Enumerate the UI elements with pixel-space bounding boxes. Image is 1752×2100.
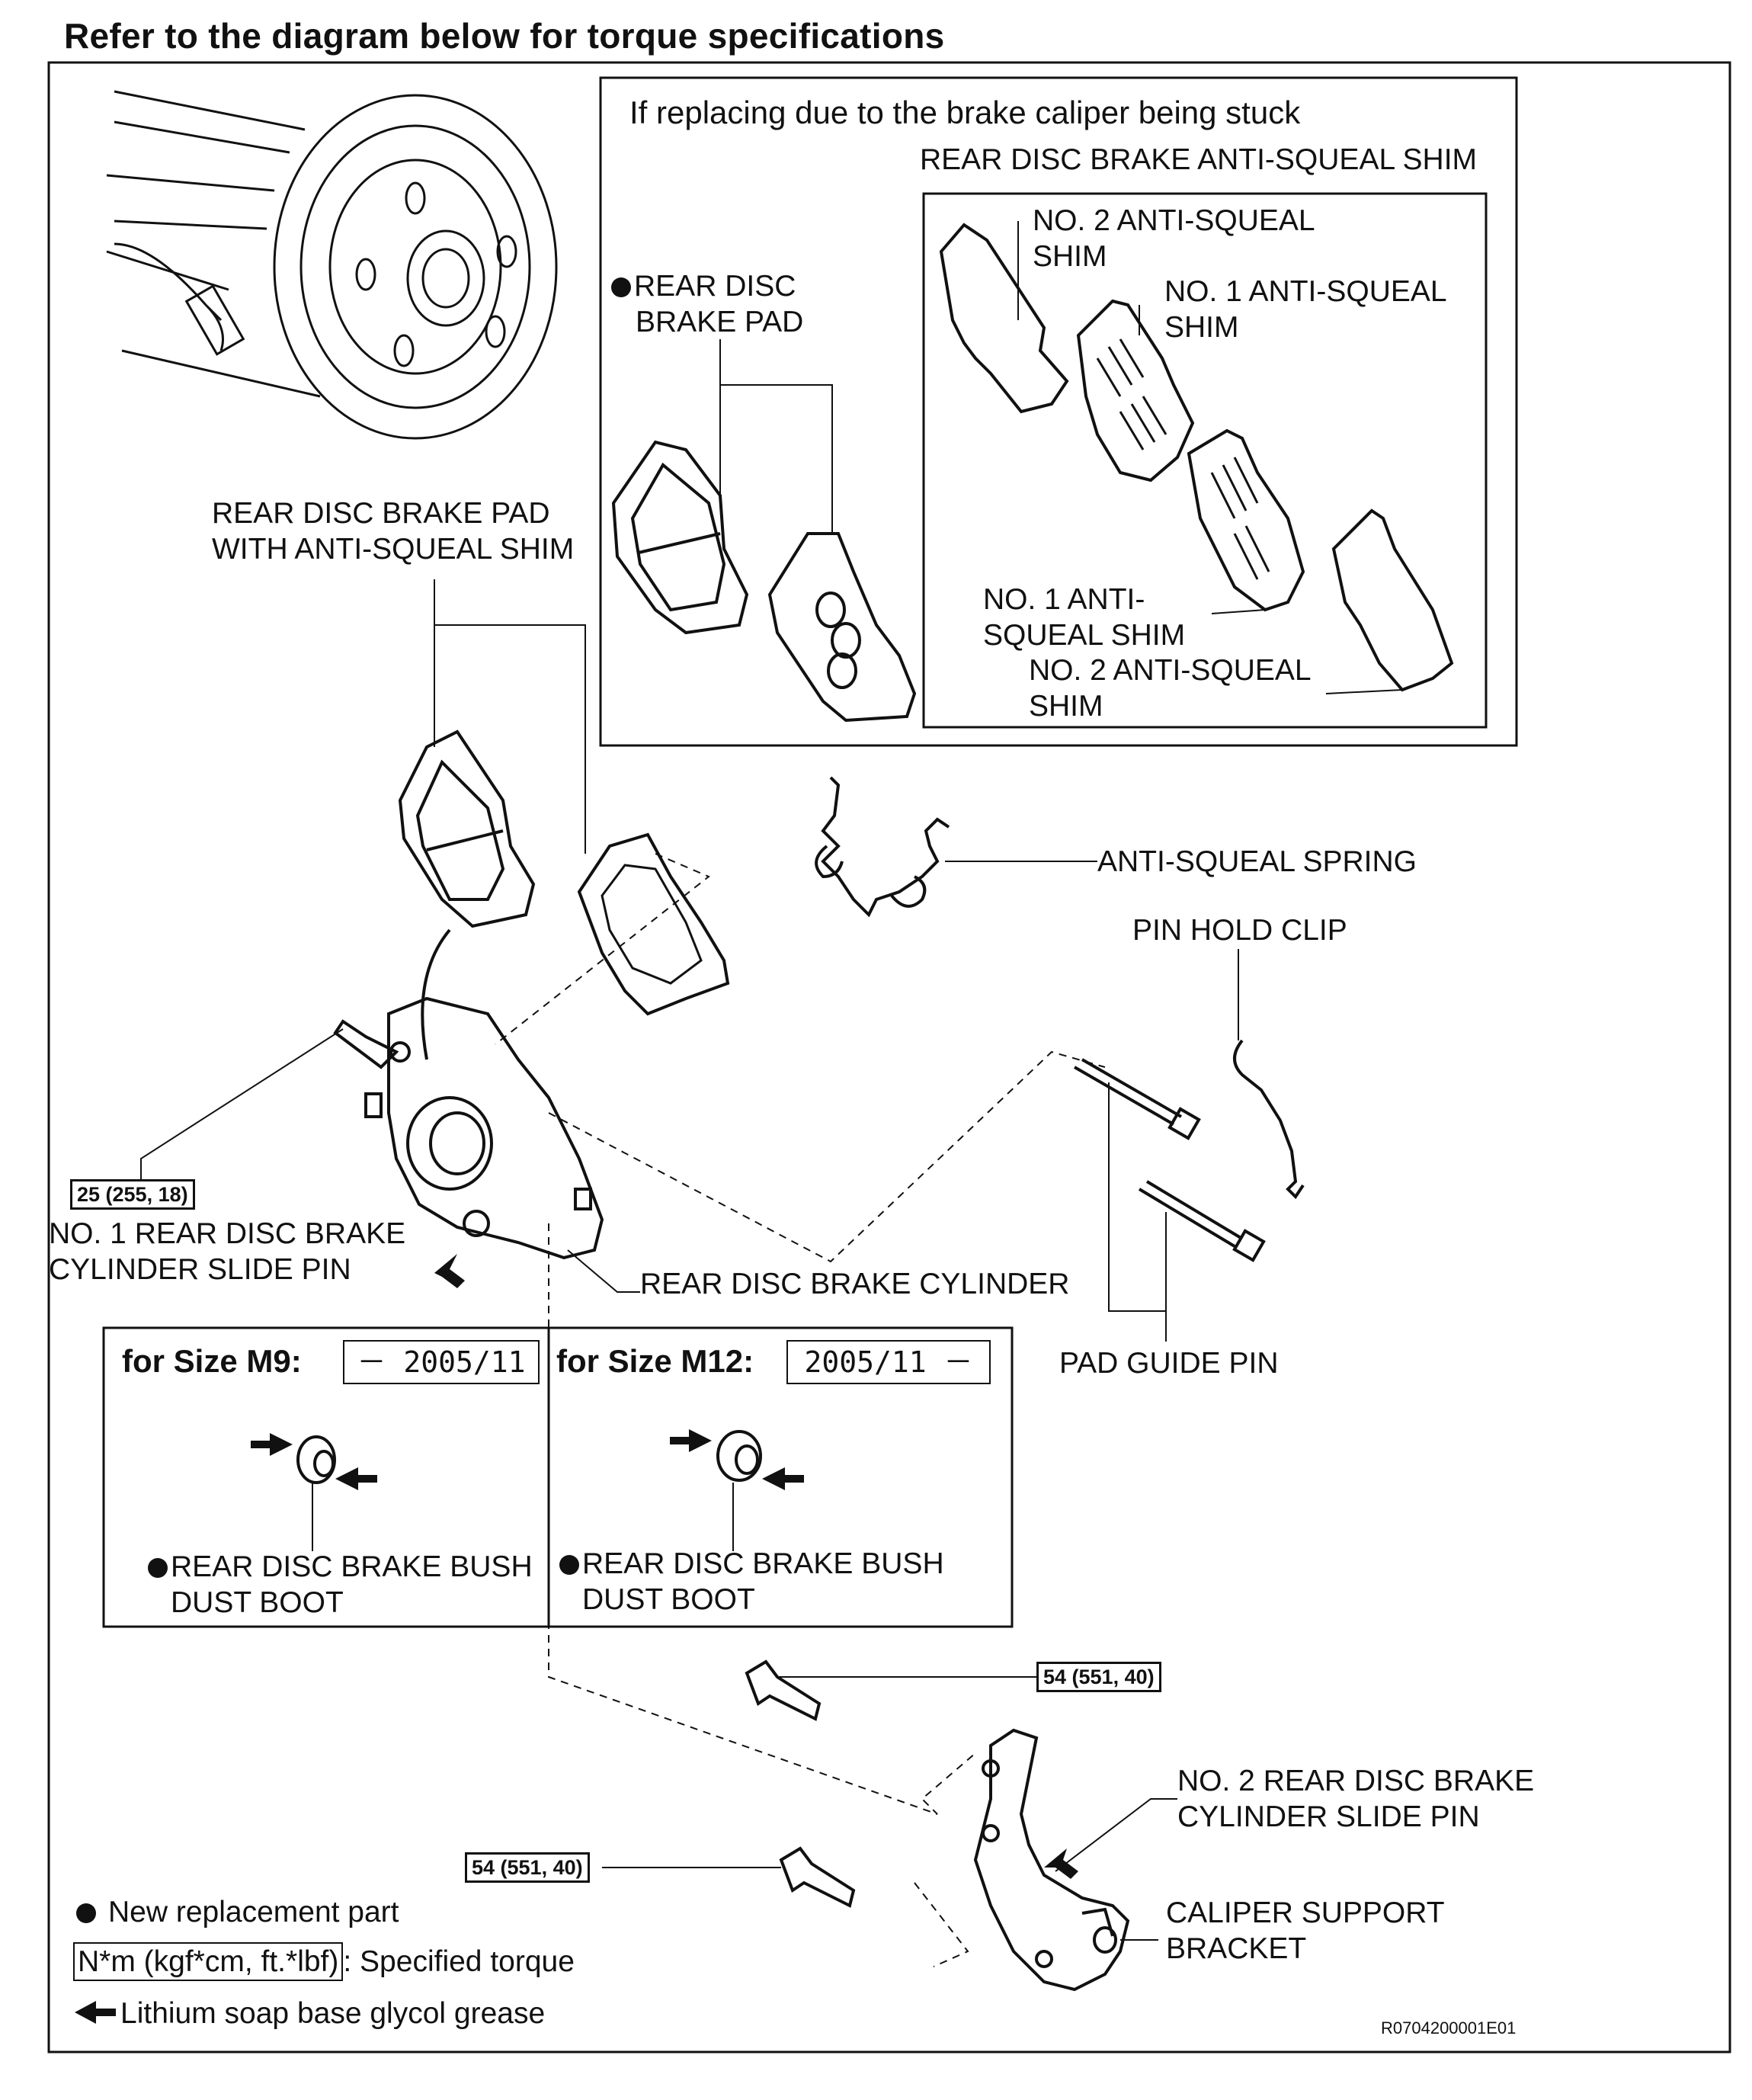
no1-shim-bottom-label: NO. 1 ANTI- SQUEAL SHIM bbox=[983, 583, 1186, 652]
legend-new-part: New replacement part bbox=[76, 1894, 399, 1930]
m9-date-box: － 2005/11 bbox=[343, 1340, 540, 1384]
grease-arrow-icon bbox=[251, 1433, 293, 1456]
anti-squeal-spring-label: ANTI-SQUEAL SPRING bbox=[1097, 845, 1417, 878]
torque-bolt-lower: 54 (551, 40) bbox=[465, 1852, 590, 1883]
main-frame bbox=[47, 61, 1731, 2054]
brake-disc-illustration bbox=[106, 90, 558, 440]
pad-guide-pin-lower bbox=[1138, 1180, 1266, 1262]
bracket-label: CALIPER SUPPORT BRACKET bbox=[1166, 1896, 1445, 1965]
legend-grease: Lithium soap base glycol grease bbox=[120, 1997, 546, 2030]
new-part-dot-icon bbox=[559, 1555, 579, 1575]
legend-torque: N*m (kgf*cm, ft.*lbf): Specified torque bbox=[73, 1942, 575, 1981]
m12-heading: for Size M12: bbox=[556, 1343, 754, 1379]
inset-frame bbox=[599, 76, 1518, 747]
grease-arrow-icon bbox=[762, 1467, 804, 1490]
shim-group-label: REAR DISC BRAKE ANTI-SQUEAL SHIM bbox=[920, 143, 1478, 176]
torque-slide-pin: 25 (255, 18) bbox=[70, 1179, 195, 1210]
bush-m12 bbox=[716, 1430, 762, 1482]
m12-date-box: 2005/11 － bbox=[786, 1340, 991, 1384]
m9-boot-label: REAR DISC BRAKE BUSH DUST BOOT bbox=[148, 1549, 533, 1621]
main-brake-pad bbox=[398, 729, 536, 928]
pin-hold-clip bbox=[1233, 1039, 1305, 1200]
anti-squeal-spring bbox=[815, 776, 950, 918]
no1-shim-upper bbox=[1076, 299, 1195, 483]
main-pad-backing bbox=[577, 832, 730, 1016]
caliper-support-bracket bbox=[973, 1728, 1130, 1992]
brake-hose bbox=[421, 928, 451, 1060]
m12-boot-label: REAR DISC BRAKE BUSH DUST BOOT bbox=[559, 1546, 944, 1617]
slide-pin-1-label: NO. 1 REAR DISC BRAKE CYLINDER SLIDE PIN bbox=[49, 1217, 406, 1286]
grease-arrow-icon bbox=[434, 1254, 465, 1288]
bolt-lower bbox=[779, 1846, 856, 1908]
no2-shim-bottom-label: NO. 2 ANTI-SQUEAL SHIM bbox=[1029, 654, 1312, 723]
pad-guide-pin-label: PAD GUIDE PIN bbox=[1059, 1347, 1279, 1380]
shim-frame bbox=[922, 192, 1488, 729]
grease-arrow-icon bbox=[75, 2001, 116, 2024]
cylinder-label: REAR DISC BRAKE CYLINDER bbox=[640, 1268, 1070, 1300]
no2-shim-top-label: NO. 2 ANTI-SQUEAL SHIM bbox=[1033, 204, 1315, 273]
new-part-dot-icon bbox=[611, 277, 631, 297]
grease-arrow-icon bbox=[670, 1429, 712, 1452]
size-table-frame bbox=[102, 1326, 1014, 1628]
new-part-dot-icon bbox=[76, 1903, 96, 1923]
page-title: Refer to the diagram below for torque sp… bbox=[64, 16, 945, 56]
new-part-dot-icon bbox=[148, 1558, 168, 1578]
slide-pin-2-label: NO. 2 REAR DISC BRAKE CYLINDER SLIDE PIN bbox=[1177, 1765, 1535, 1833]
bolt-upper bbox=[745, 1659, 822, 1721]
torque-bolt-upper: 54 (551, 40) bbox=[1036, 1662, 1161, 1692]
inset-heading: If replacing due to the brake caliper be… bbox=[629, 95, 1301, 130]
inset-pad-label: REAR DISC BRAKE PAD bbox=[611, 268, 803, 340]
pad-guide-pin-upper bbox=[1074, 1058, 1201, 1140]
pad-with-shim-label: REAR DISC BRAKE PAD WITH ANTI-SQUEAL SHI… bbox=[212, 497, 575, 566]
figure-code: R0704200001E01 bbox=[1381, 2018, 1517, 2037]
pin-hold-clip-label: PIN HOLD CLIP bbox=[1132, 914, 1347, 947]
no2-shim-upper bbox=[939, 223, 1069, 414]
grease-arrow-icon bbox=[335, 1467, 377, 1490]
inset-pad-backing bbox=[767, 532, 917, 723]
no1-shim-lower bbox=[1187, 428, 1305, 612]
grease-arrow-icon bbox=[1044, 1848, 1078, 1879]
no1-shim-top-label: NO. 1 ANTI-SQUEAL SHIM bbox=[1164, 275, 1447, 344]
m9-heading: for Size M9: bbox=[122, 1343, 302, 1379]
no2-shim-lower bbox=[1331, 508, 1454, 692]
inset-brake-pad bbox=[611, 440, 749, 635]
rear-disc-brake-cylinder bbox=[333, 996, 604, 1260]
bush-m9 bbox=[296, 1435, 336, 1484]
